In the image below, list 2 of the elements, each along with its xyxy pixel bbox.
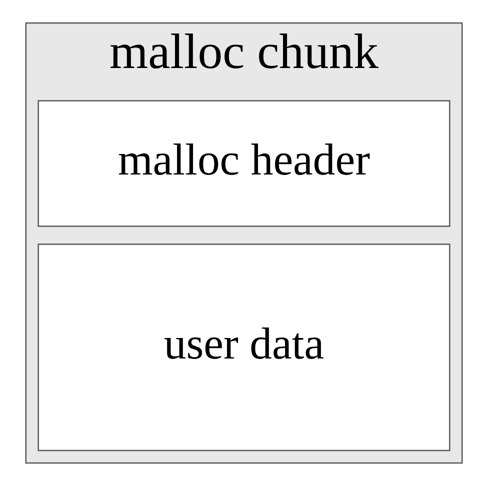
node-box: malloc header	[37, 100, 450, 227]
node-box: user data	[37, 244, 450, 452]
